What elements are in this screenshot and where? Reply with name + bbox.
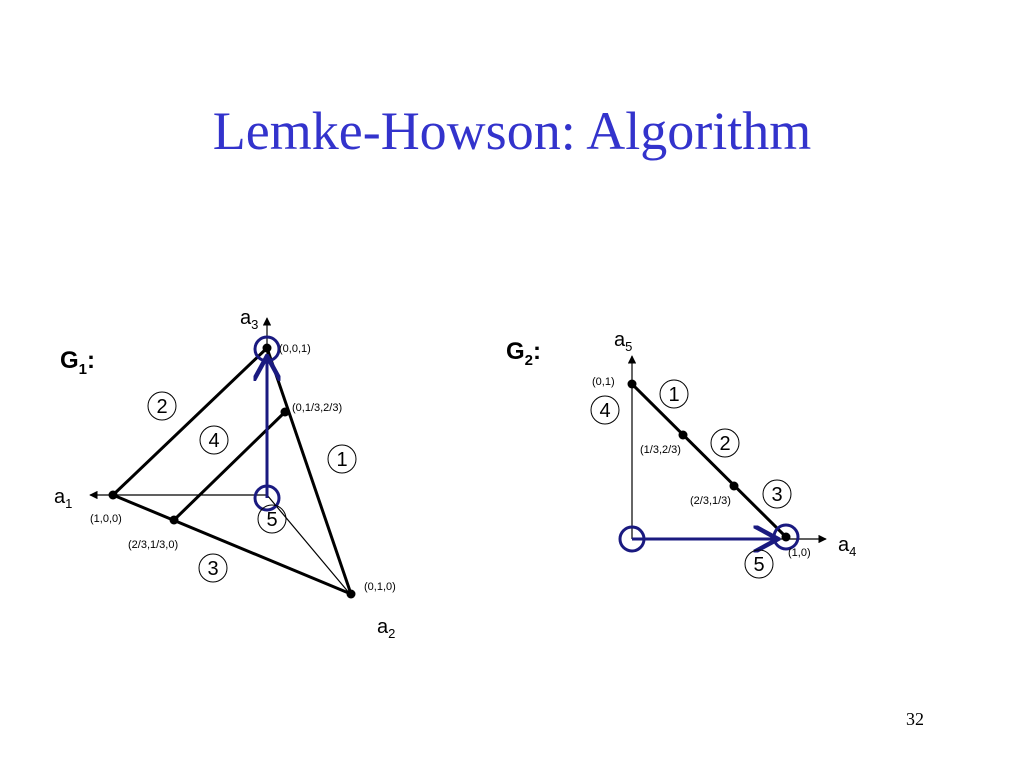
g2-axis-label-a4: a4 bbox=[838, 534, 856, 559]
g1-coord-100: (1,0,0) bbox=[90, 513, 122, 525]
slide-title: Lemke-Howson: Algorithm bbox=[212, 101, 812, 161]
g2-simplex-edge bbox=[630, 382, 788, 539]
g1-edge-a3-a2 bbox=[265, 347, 353, 595]
g2-end-marker bbox=[772, 523, 800, 551]
svg-text:5: 5 bbox=[266, 509, 277, 531]
g1-region-3: 3 bbox=[198, 553, 228, 583]
g1-region-1: 1 bbox=[327, 444, 357, 474]
g1-end-marker bbox=[253, 335, 281, 363]
g2-vertex-10 bbox=[781, 532, 791, 542]
g2-graph-label: G2: bbox=[506, 338, 541, 369]
svg-text:2: 2 bbox=[719, 433, 730, 455]
g1-coord-0-13-23: (0,1/3,2/3) bbox=[292, 402, 342, 414]
graph-g2: (0,1) (1/3,2/3) (2/3,1/3) (1,0) a5 a4 G2… bbox=[506, 329, 856, 579]
page-number: 32 bbox=[906, 709, 924, 729]
g1-coord-001: (0,0,1) bbox=[279, 343, 311, 355]
g1-vertex-001 bbox=[262, 343, 272, 353]
g2-axis-label-a5: a5 bbox=[614, 329, 632, 354]
g2-coord-10: (1,0) bbox=[788, 547, 811, 559]
g1-edge-a1-a3 bbox=[111, 346, 269, 497]
g1-start-marker bbox=[253, 484, 281, 512]
svg-text:1: 1 bbox=[668, 384, 679, 406]
g2-coord-01: (0,1) bbox=[592, 376, 615, 388]
g1-edge-a1-a2 bbox=[112, 493, 352, 596]
g2-coord-13-23: (1/3,2/3) bbox=[640, 444, 681, 456]
svg-text:4: 4 bbox=[208, 430, 219, 452]
g2-vertex-13-23 bbox=[678, 430, 688, 440]
svg-text:3: 3 bbox=[207, 558, 218, 580]
graph-g1: (0,0,1) (0,1/3,2/3) (1,0,0) (2/3,1/3,0) … bbox=[54, 307, 396, 641]
g2-start-marker bbox=[618, 525, 646, 553]
g1-axis-label-a2: a2 bbox=[377, 616, 395, 641]
g1-region-5: 5 bbox=[257, 504, 287, 534]
g2-region-2: 2 bbox=[710, 428, 740, 458]
svg-text:4: 4 bbox=[599, 400, 610, 422]
g2-region-1: 1 bbox=[659, 379, 689, 409]
g2-coord-23-13: (2/3,1/3) bbox=[690, 495, 731, 507]
g1-coord-010: (0,1,0) bbox=[364, 581, 396, 593]
g1-axis-label-a1: a1 bbox=[54, 486, 72, 511]
g1-axis-a2 bbox=[266, 494, 351, 595]
g1-region-4: 4 bbox=[199, 425, 229, 455]
svg-text:3: 3 bbox=[771, 484, 782, 506]
g1-coord-23-13-0: (2/3,1/3,0) bbox=[128, 539, 178, 551]
g1-vertex-0-13-23 bbox=[280, 407, 290, 417]
g2-vertex-23-13 bbox=[729, 481, 739, 491]
g1-axis-label-a3: a3 bbox=[240, 307, 258, 332]
g1-region-2: 2 bbox=[147, 391, 177, 421]
g1-graph-label: G1: bbox=[60, 347, 95, 378]
g2-region-4: 4 bbox=[590, 395, 620, 425]
g2-vertex-01 bbox=[627, 379, 637, 389]
g1-vertex-23-13-0 bbox=[169, 515, 179, 525]
svg-text:1: 1 bbox=[336, 449, 347, 471]
g1-vertex-100 bbox=[108, 490, 118, 500]
g2-region-3: 3 bbox=[762, 479, 792, 509]
g1-vertex-010 bbox=[346, 589, 356, 599]
svg-text:5: 5 bbox=[753, 554, 764, 576]
svg-text:2: 2 bbox=[156, 396, 167, 418]
g2-region-5: 5 bbox=[744, 549, 774, 579]
